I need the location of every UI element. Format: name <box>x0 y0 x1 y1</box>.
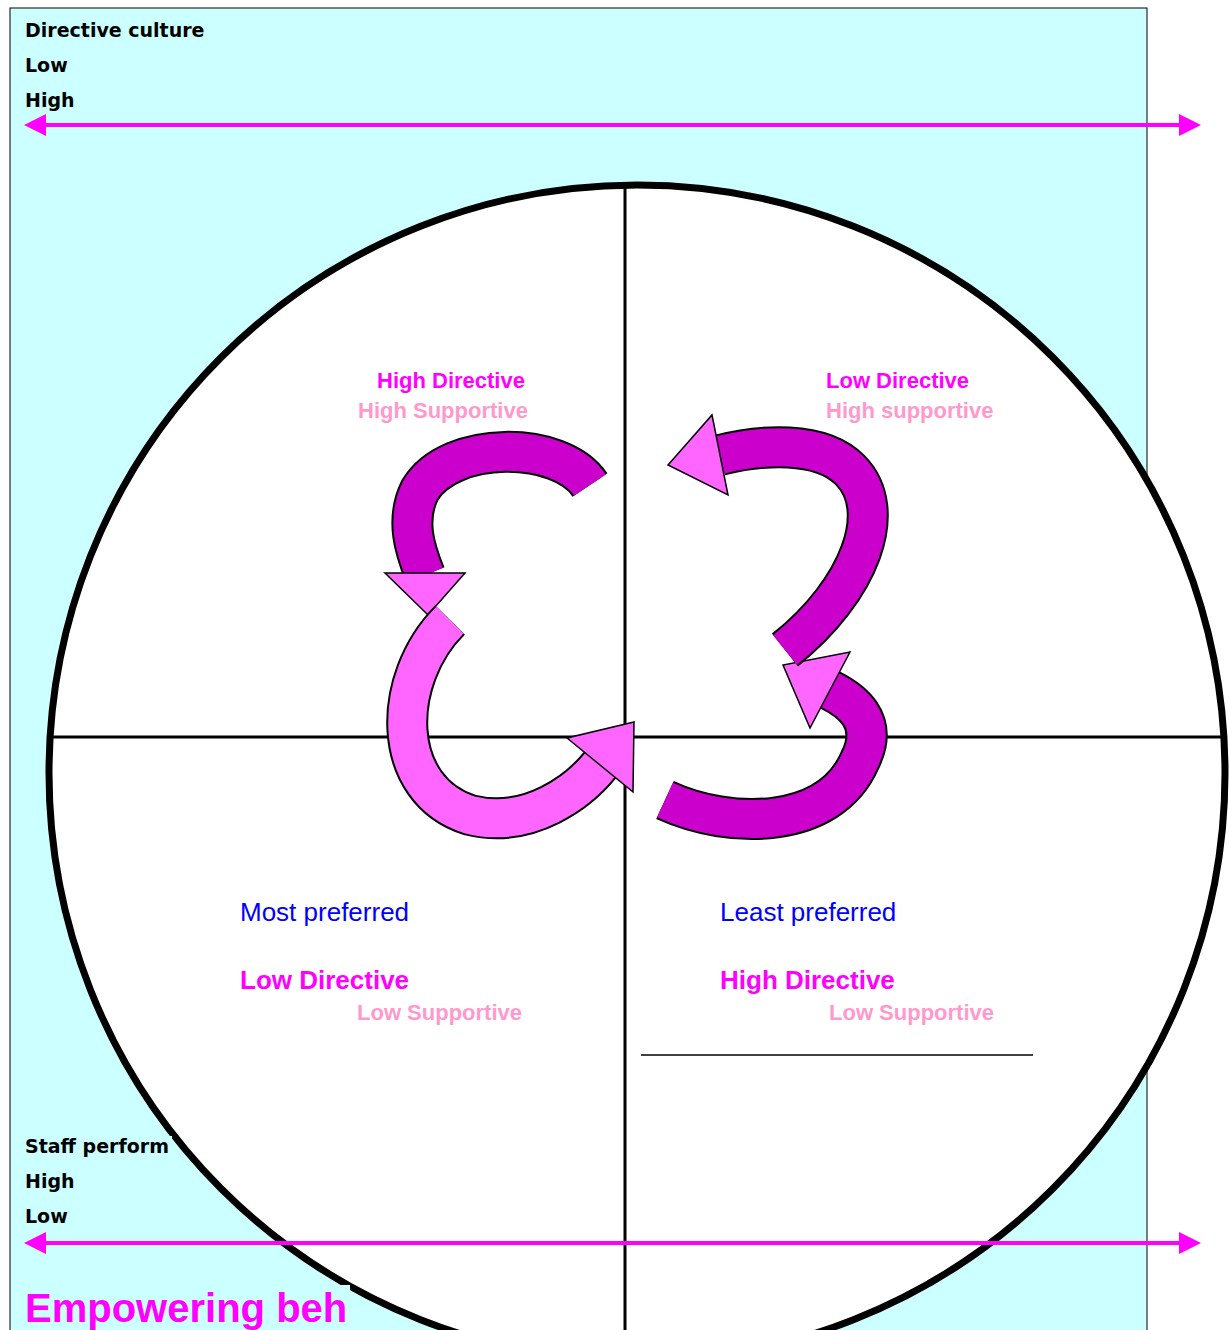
axis-title: Staff perform <box>25 1136 172 1158</box>
scale-arrow-head <box>24 114 46 136</box>
cycle-arrow-body <box>412 452 590 575</box>
quadrant-region: Low DirectiveHigh supportive <box>824 366 995 426</box>
quadrant-region: High DirectiveHigh Supportive <box>356 366 530 426</box>
cycle-arrow-body <box>720 447 868 650</box>
preference-label: Most preferred <box>238 893 411 931</box>
style-label: High supportive <box>824 396 995 426</box>
cycle-arrow-body <box>665 690 867 819</box>
axis-end-label: High <box>25 90 78 112</box>
axis-end-label: Low <box>25 55 71 77</box>
cycle-arrow-outline <box>412 452 590 575</box>
cycle-arrow-head <box>783 652 850 728</box>
cycle-arrow-outline <box>665 690 867 819</box>
quadrant-region: Most preferredLow DirectiveLow Supportiv… <box>238 893 524 1028</box>
style-label: Low Supportive <box>355 998 524 1028</box>
cycle-arrow-head <box>385 573 465 615</box>
style-label: Low Directive <box>824 366 971 396</box>
style-label: High Supportive <box>356 396 530 426</box>
quadrant-region: Least preferredHigh DirectiveLow Support… <box>718 893 996 1028</box>
axis-end-label: High <box>25 1171 78 1193</box>
underline-rule <box>641 1054 1033 1056</box>
cycle-arrow-head <box>668 415 728 495</box>
style-label: High Directive <box>718 963 897 997</box>
scale-arrow-line <box>40 123 1185 127</box>
heading-text: Empowering beh <box>25 1285 350 1330</box>
style-label: Low Directive <box>238 963 411 997</box>
scale-arrow-head <box>24 1232 46 1254</box>
quadrant-divider <box>50 736 1224 739</box>
style-label: High Directive <box>375 366 527 396</box>
axis-end-label: Low <box>25 1206 71 1228</box>
scale-arrow-head <box>1179 1232 1201 1254</box>
scale-arrow-head <box>1179 114 1201 136</box>
style-label: Low Supportive <box>827 998 996 1028</box>
cycle-arrow-outline <box>720 447 868 650</box>
cycle-arrow-outline <box>407 620 600 818</box>
preference-label: Least preferred <box>718 893 898 931</box>
axis-title: Directive culture <box>25 20 207 42</box>
cycle-arrows <box>385 415 868 819</box>
scale-arrow-line <box>40 1241 1185 1245</box>
cycle-arrow-body <box>407 620 600 818</box>
cycle-arrow-head <box>567 722 634 792</box>
model-circle <box>49 185 1225 1330</box>
